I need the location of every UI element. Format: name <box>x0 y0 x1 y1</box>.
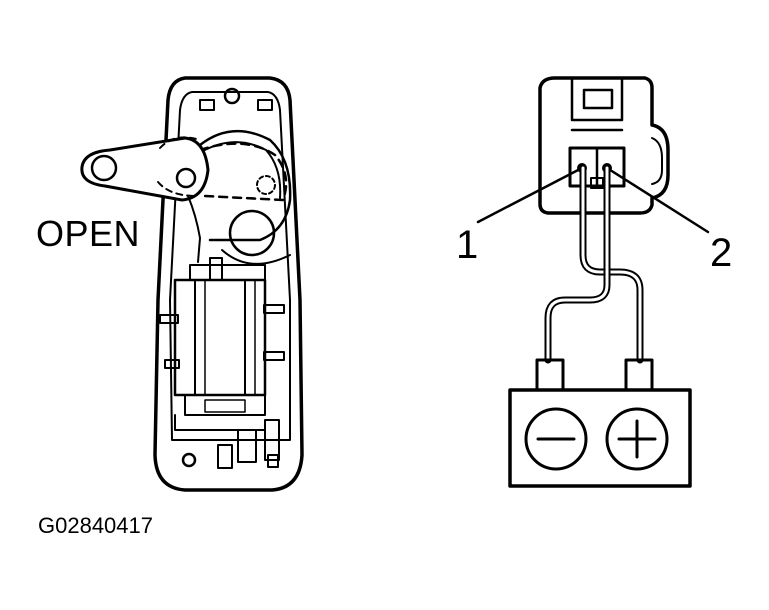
pin-leader-lines <box>476 166 710 234</box>
figure-code: G02840417 <box>38 513 153 538</box>
pin-1-label: 1 <box>456 223 478 267</box>
battery-positive-terminal <box>605 407 669 471</box>
actuator-motor <box>159 257 285 416</box>
connector-pins <box>568 146 626 189</box>
battery-negative-terminal <box>524 407 588 471</box>
battery <box>508 358 692 488</box>
actuator-housing <box>153 76 304 492</box>
actuator-gear <box>195 129 292 265</box>
actuator-lever <box>80 136 210 202</box>
test-leads <box>544 164 644 364</box>
actuator-terminals <box>174 195 280 469</box>
pin-2-label: 2 <box>710 231 732 275</box>
pin-1-leader <box>476 166 584 224</box>
open-label: OPEN <box>36 213 140 254</box>
connector-body <box>538 76 670 215</box>
pin-2-leader <box>605 166 710 234</box>
